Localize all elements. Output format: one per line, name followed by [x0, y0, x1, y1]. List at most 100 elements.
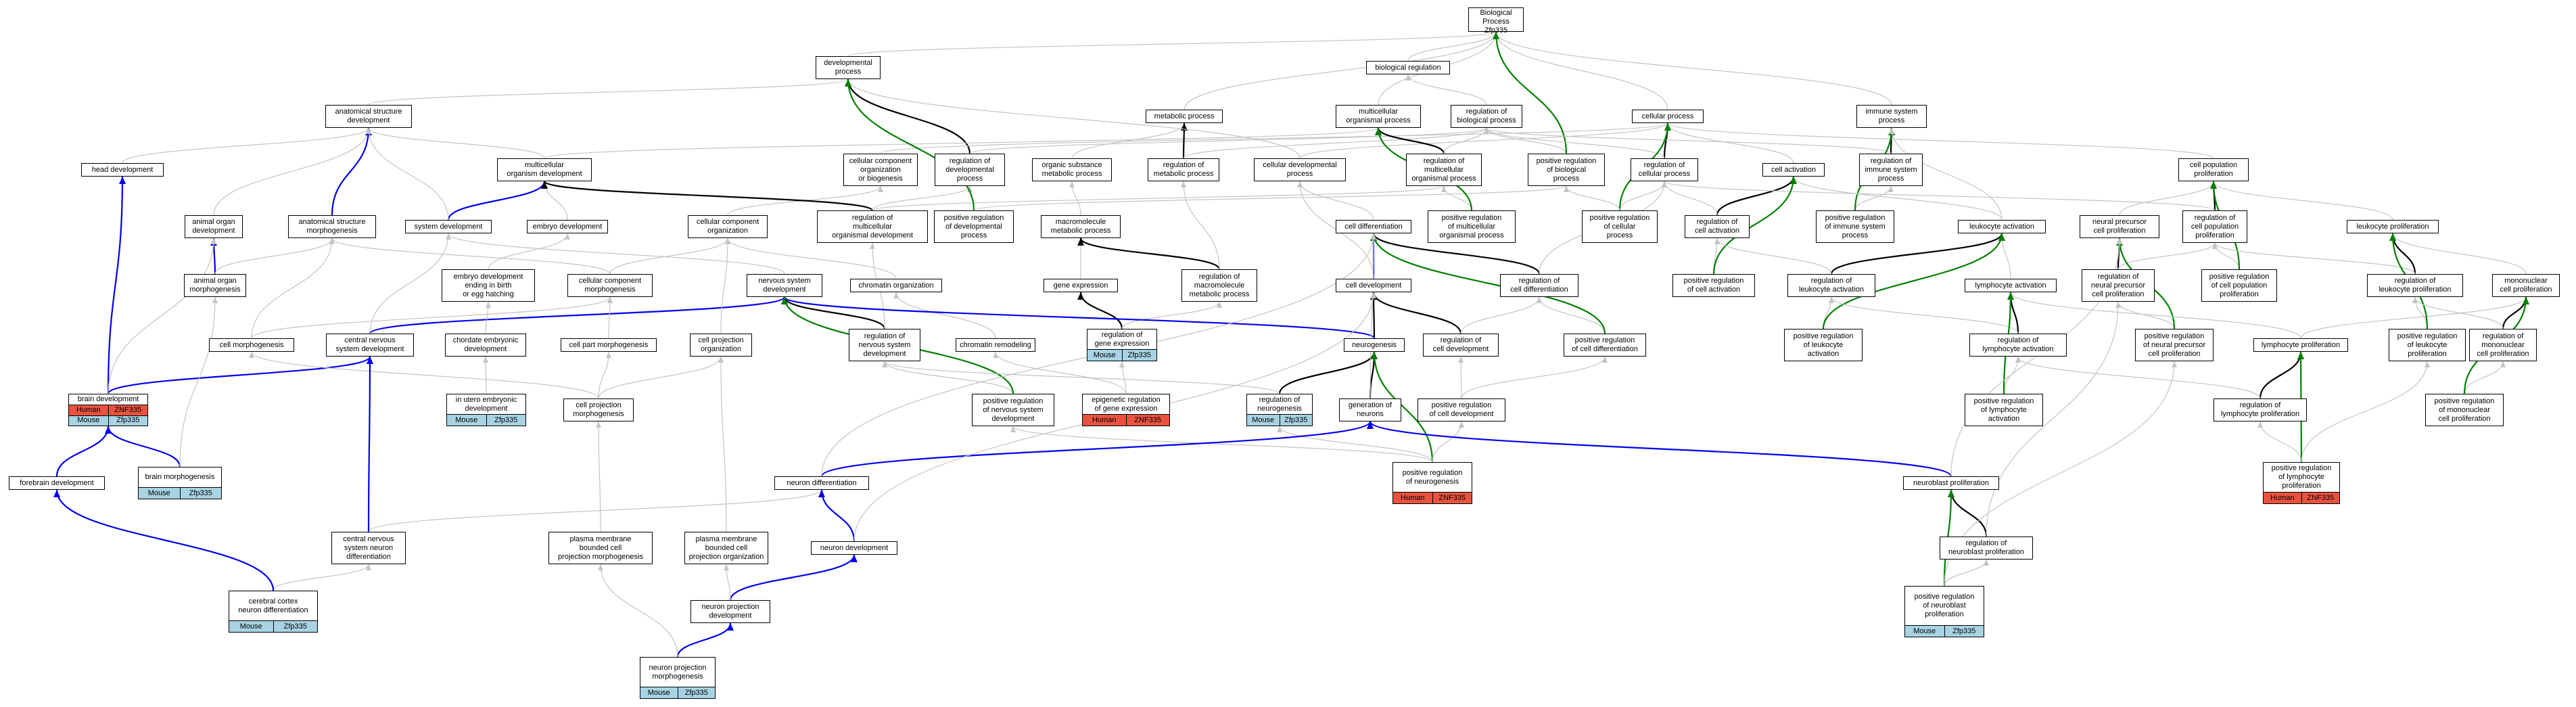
go-term-cpm[interactable]: cell part morphogenesis	[561, 338, 657, 352]
go-term-celldevproc[interactable]: cellular developmental process	[1254, 158, 1346, 181]
go-term-posregnpcp[interactable]: positive regulation of neural precursor …	[2135, 329, 2214, 361]
go-term-headdev[interactable]: head development	[81, 163, 164, 177]
go-term-lymphprolif[interactable]: lymphocyte proliferation	[2253, 338, 2348, 352]
go-term-posreglymphprolif[interactable]: positive regulation of lymphocyte prolif…	[2263, 462, 2340, 504]
go-term-posregleukact[interactable]: positive regulation of leukocyte activat…	[1784, 329, 1863, 361]
go-term-forebrain[interactable]: forebrain development	[9, 476, 105, 490]
go-term-asd[interactable]: anatomical structure development	[325, 105, 412, 128]
go-term-aom[interactable]: animal organ morphogenesis	[184, 274, 246, 297]
go-term-posregisp[interactable]: positive regulation of immune system pro…	[1816, 210, 1894, 243]
go-term-lymphact[interactable]: lymphocyte activation	[1965, 279, 2057, 292]
go-term-regleukact[interactable]: regulation of leukocyte activation	[1787, 274, 1875, 297]
go-term-regmop[interactable]: regulation of multicellular organismal p…	[1406, 154, 1482, 186]
go-term-regcellproc[interactable]: regulation of cellular process	[1631, 158, 1698, 181]
go-term-geneexp[interactable]: gene expression	[1044, 279, 1118, 292]
go-term-neurdev[interactable]: neuron development	[811, 541, 897, 555]
go-term-neurogenesis[interactable]: neurogenesis	[1344, 338, 1405, 352]
go-term-embdev[interactable]: embryo development	[527, 220, 608, 233]
term-label: immune system process	[1865, 108, 1918, 124]
go-term-posregmop[interactable]: positive regulation of multicellular org…	[1428, 210, 1516, 243]
go-term-aod[interactable]: animal organ development	[185, 215, 243, 238]
go-term-posregcellact[interactable]: positive regulation of cell activation	[1672, 274, 1755, 297]
go-term-mncp[interactable]: mononuclear cell proliferation	[2492, 274, 2560, 297]
go-term-celldev[interactable]: cell development	[1336, 279, 1411, 292]
go-term-devproc[interactable]: developmental process	[816, 56, 881, 79]
go-term-chromrem[interactable]: chromatin remodeling	[956, 338, 1035, 352]
go-term-posregcelldiff[interactable]: positive regulation of cell differentiat…	[1564, 334, 1646, 357]
go-term-cellproc[interactable]: cellular process	[1632, 110, 1704, 123]
go-term-reglymphprolif[interactable]: regulation of lymphocyte proliferation	[2214, 398, 2307, 421]
go-term-mop[interactable]: multicellular organismal process	[1336, 105, 1421, 128]
go-term-regnpcp[interactable]: regulation of neural precursor cell prol…	[2082, 269, 2155, 302]
go-term-posregcelldev[interactable]: positive regulation of cell development	[1418, 398, 1505, 421]
go-term-cellpopprolif[interactable]: cell population proliferation	[2178, 158, 2249, 181]
go-term-chromorg[interactable]: chromatin organization	[850, 279, 942, 292]
go-term-regmacromet[interactable]: regulation of macromolecule metabolic pr…	[1181, 269, 1257, 302]
go-term-regmetproc[interactable]: regulation of metabolic process	[1148, 158, 1219, 181]
term-label: neuron projection development	[701, 603, 759, 620]
go-term-epireg[interactable]: epigenetic regulation of gene expression…	[1082, 394, 1170, 426]
go-term-posreglymphact[interactable]: positive regulation of lymphocyte activa…	[1965, 394, 2043, 426]
go-term-regneuroblast[interactable]: regulation of neuroblast proliferation	[1940, 537, 2033, 560]
go-term-regnsd[interactable]: regulation of nervous system development	[849, 329, 920, 361]
go-term-cco[interactable]: cellular component organization	[688, 215, 768, 238]
go-term-bp[interactable]: Biological Process Zfp335	[1468, 7, 1524, 35]
go-term-posregdevproc[interactable]: positive regulation of developmental pro…	[934, 210, 1014, 243]
go-term-posregcpp[interactable]: positive regulation of cell population p…	[2201, 269, 2277, 302]
go-term-regleukprolif[interactable]: regulation of leukocyte proliferation	[2367, 274, 2463, 297]
go-term-mod[interactable]: multicellular organism development	[497, 158, 592, 181]
go-term-regcellact[interactable]: regulation of cell activation	[1685, 215, 1750, 238]
go-term-celldiff[interactable]: cell differentiation	[1336, 220, 1411, 233]
go-term-neurdiff[interactable]: neuron differentiation	[774, 476, 869, 490]
go-term-posregcellproc[interactable]: positive regulation of cellular process	[1582, 210, 1658, 243]
go-term-regcelldev[interactable]: regulation of cell development	[1423, 334, 1499, 357]
go-term-regdevproc[interactable]: regulation of developmental process	[935, 154, 1005, 186]
go-term-genneur[interactable]: generation of neurons	[1339, 398, 1401, 421]
go-term-cellact[interactable]: cell activation	[1762, 163, 1825, 177]
go-term-sysdev[interactable]: system development	[405, 220, 492, 233]
go-term-pmbcpm[interactable]: plasma membrane bounded cell projection …	[548, 532, 653, 564]
go-term-cellmorph[interactable]: cell morphogenesis	[209, 338, 294, 352]
go-term-isp[interactable]: immune system process	[1856, 105, 1927, 128]
go-term-ccob[interactable]: cellular component organization or bioge…	[843, 154, 918, 186]
go-term-regisp[interactable]: regulation of immune system process	[1859, 154, 1923, 186]
go-term-ccm[interactable]: cellular component morphogenesis	[567, 274, 653, 297]
go-term-posregnsd[interactable]: positive regulation of nervous system de…	[972, 394, 1054, 426]
go-term-regmncp[interactable]: regulation of mononuclear cell prolifera…	[2469, 329, 2537, 361]
go-term-regbp[interactable]: regulation of biological process	[1451, 105, 1522, 128]
go-term-osmp[interactable]: organic substance metabolic process	[1032, 158, 1112, 181]
go-term-edbirth[interactable]: embryo development ending in birth or eg…	[442, 269, 535, 302]
go-term-posregmncp[interactable]: positive regulation of mononuclear cell …	[2425, 394, 2504, 426]
go-term-nsd[interactable]: nervous system development	[747, 274, 822, 297]
go-term-regcelldiff[interactable]: regulation of cell differentiation	[1500, 274, 1578, 297]
go-term-regmod[interactable]: regulation of multicellular organismal d…	[817, 210, 928, 243]
go-term-leukact[interactable]: leukocyte activation	[1958, 220, 2046, 233]
go-term-chordemb[interactable]: chordate embryonic development	[445, 334, 526, 357]
go-term-cnsd[interactable]: central nervous system development	[326, 334, 414, 357]
go-term-biolreg[interactable]: biological regulation	[1366, 61, 1450, 74]
go-term-pmbcpo[interactable]: plasma membrane bounded cell projection …	[684, 532, 768, 564]
go-term-macromet[interactable]: macromolecule metabolic process	[1041, 215, 1121, 238]
go-term-posregneuroblast[interactable]: positive regulation of neuroblast prolif…	[1904, 586, 1984, 637]
go-term-regcpp[interactable]: regulation of cell population proliferat…	[2182, 210, 2247, 243]
go-term-cnsnd[interactable]: central nervous system neuron differenti…	[331, 532, 406, 564]
go-term-asm[interactable]: anatomical structure morphogenesis	[288, 215, 376, 238]
go-term-npcp[interactable]: neural precursor cell proliferation	[2080, 215, 2159, 238]
go-term-leukprolif[interactable]: leukocyte proliferation	[2347, 220, 2439, 233]
go-term-posregleukprolif[interactable]: positive regulation of leukocyte prolife…	[2389, 329, 2466, 361]
go-term-neuroblastprolif[interactable]: neuroblast proliferation	[1903, 476, 1999, 490]
go-term-posregbp[interactable]: positive regulation of biological proces…	[1528, 154, 1605, 186]
go-term-metproc[interactable]: metabolic process	[1146, 110, 1223, 123]
go-term-cpo[interactable]: cell projection organization	[690, 334, 752, 357]
go-term-npd[interactable]: neuron projection development	[690, 600, 770, 623]
go-term-reglymphact[interactable]: regulation of lymphocyte activation	[1969, 334, 2067, 357]
go-term-cpmorph[interactable]: cell projection morphogenesis	[563, 398, 634, 421]
